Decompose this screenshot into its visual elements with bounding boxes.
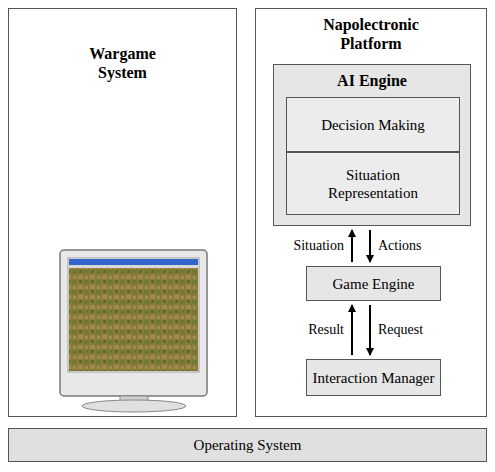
flow-label: Situation (292, 238, 345, 254)
box-title: Napolectronic Platform (301, 15, 441, 53)
process-box: Interaction Manager (306, 359, 441, 396)
flow-label: Request (377, 322, 424, 338)
flow-arrow (369, 305, 371, 355)
engine-box: AI EngineDecision MakingSituation Repres… (273, 64, 471, 226)
process-box: Game Engine (306, 266, 441, 301)
box-label: Operating System (194, 436, 302, 454)
platform-panel: Napolectronic Platform AI EngineDecision … (255, 8, 487, 417)
flow-label: Actions (377, 238, 423, 254)
flow-arrow (369, 230, 371, 262)
box-title: Wargame System (68, 44, 178, 82)
box-label: Interaction Manager (312, 369, 434, 387)
os-band: Operating System (8, 428, 487, 462)
system-panel: Wargame System (8, 8, 237, 417)
flow-arrow (351, 230, 353, 262)
box-label: Game Engine (332, 275, 414, 293)
module-box: Situation Representation (286, 152, 460, 215)
box-title: AI Engine (282, 71, 462, 90)
box-label: Situation Representation (313, 166, 433, 202)
module-box: Decision Making (286, 97, 460, 152)
flow-arrow (351, 305, 353, 355)
box-label: Decision Making (321, 116, 425, 134)
flow-label: Result (307, 322, 345, 338)
